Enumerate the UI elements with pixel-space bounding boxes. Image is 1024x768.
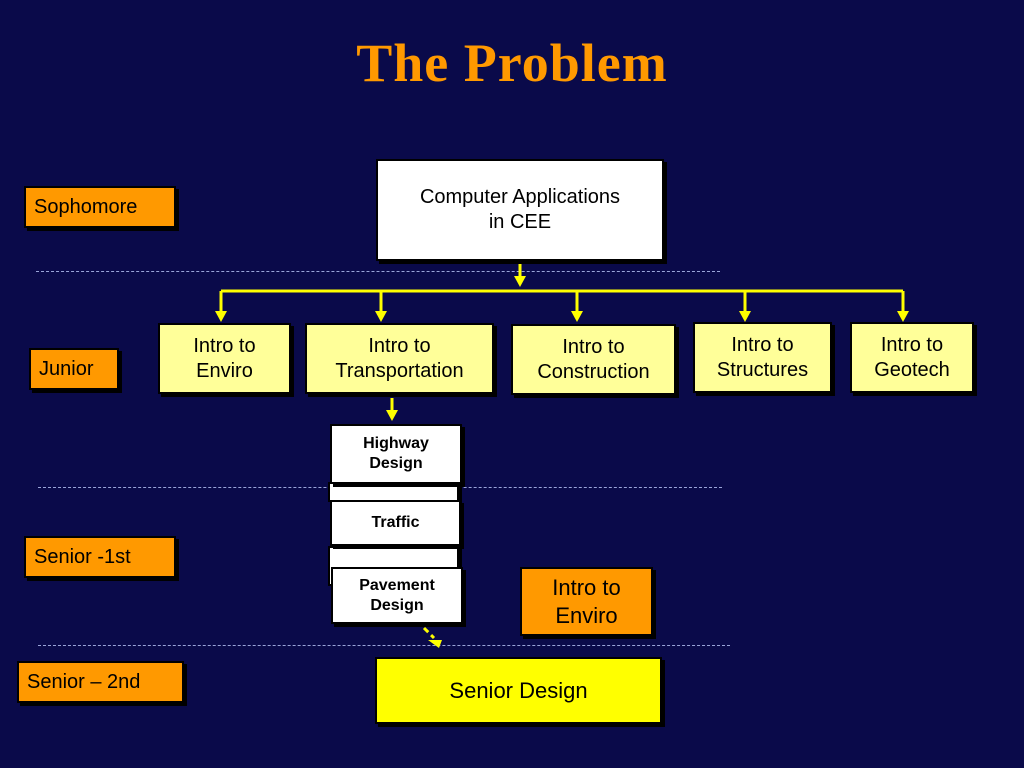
course-traffic: Traffic <box>330 500 461 546</box>
course-highway-design: Highway Design <box>330 424 462 484</box>
level-sophomore: Sophomore <box>24 186 176 228</box>
separator-line <box>38 645 730 646</box>
level-senior-2nd: Senior – 2nd <box>17 661 184 703</box>
slide-title: The Problem <box>356 33 668 93</box>
course-intro-transportation: Intro to Transportation <box>305 323 494 394</box>
separator-line <box>36 271 720 272</box>
course-intro-geotech: Intro to Geotech <box>850 322 974 393</box>
level-junior: Junior <box>29 348 119 390</box>
course-senior-intro-enviro: Intro to Enviro <box>520 567 653 636</box>
level-senior-1st: Senior -1st <box>24 536 176 578</box>
course-stack-backing <box>328 482 459 502</box>
course-senior-design: Senior Design <box>375 657 662 724</box>
course-intro-enviro: Intro to Enviro <box>158 323 291 394</box>
course-computer-applications: Computer Applications in CEE <box>376 159 664 261</box>
course-intro-construction: Intro to Construction <box>511 324 676 395</box>
course-intro-structures: Intro to Structures <box>693 322 832 393</box>
course-pavement-design: Pavement Design <box>331 567 463 624</box>
